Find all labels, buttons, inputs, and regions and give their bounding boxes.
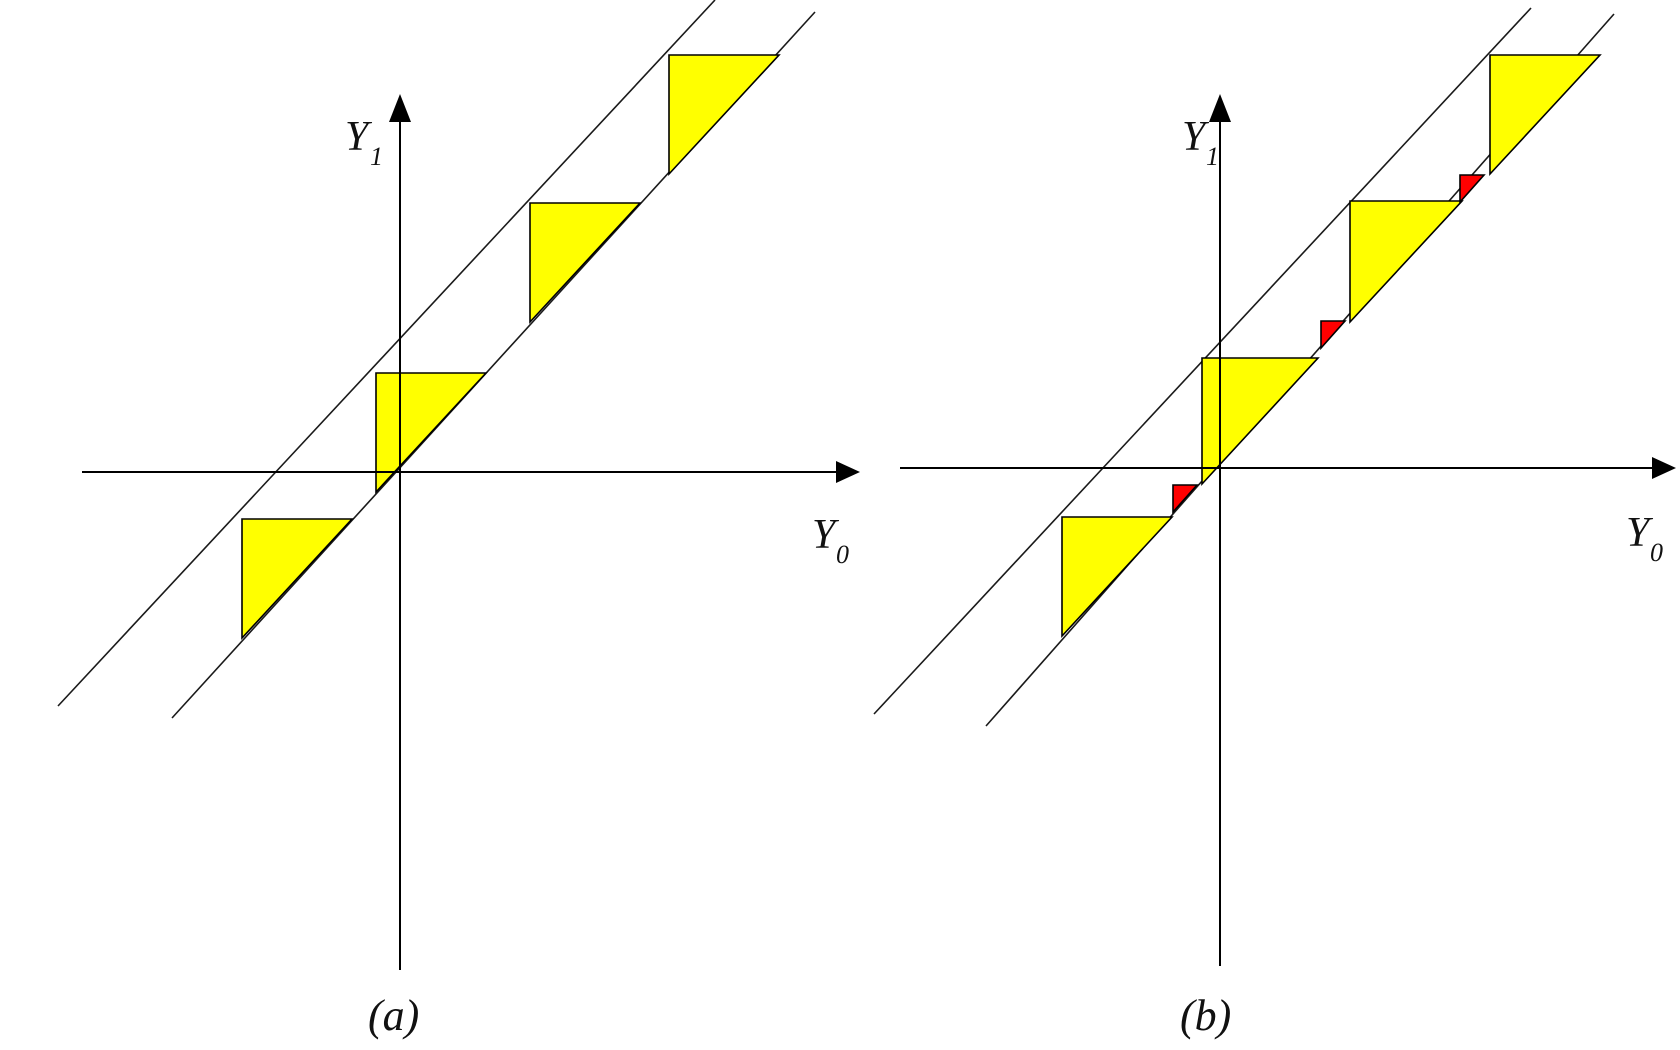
y-axis-label-a: Y [345, 114, 373, 160]
yellow-triangle-b-3 [1349, 200, 1464, 325]
yellow-triangle-a-1 [241, 518, 354, 641]
yellow-triangle-a-2 [375, 372, 488, 495]
yellow-triangle-a-4 [668, 54, 781, 177]
panel-b: Y 1 Y 0 (b) [873, 7, 1676, 1040]
yellow-triangle-b-1 [1061, 516, 1174, 639]
y-axis-arrow-a [389, 94, 411, 122]
x-axis-arrow-a [836, 461, 860, 483]
x-axis-arrow-b [1652, 457, 1676, 479]
y-axis-arrow-b [1209, 94, 1231, 122]
y-axis-label-sub-b: 1 [1206, 142, 1219, 171]
caption-b: (b) [1180, 991, 1231, 1040]
x-axis-label-sub-a: 0 [836, 540, 849, 569]
y-axis-label-sub-a: 1 [370, 142, 383, 171]
red-triangle-b-1 [1172, 484, 1199, 515]
red-triangle-b-3 [1459, 174, 1486, 205]
yellow-triangle-b-2 [1201, 357, 1320, 487]
x-axis-label-sub-b: 0 [1650, 538, 1663, 567]
red-triangle-b-2 [1320, 320, 1347, 351]
yellow-triangle-b-4 [1489, 54, 1602, 177]
caption-a: (a) [368, 991, 419, 1040]
panel-a: Y 1 Y 0 (a) [57, 0, 860, 1040]
yellow-triangle-a-3 [529, 202, 642, 325]
upper-band-line-a [57, 0, 716, 707]
y-axis-label-b: Y [1182, 114, 1210, 160]
x-axis-label-a: Y [812, 512, 840, 558]
x-axis-label-b: Y [1626, 510, 1654, 556]
